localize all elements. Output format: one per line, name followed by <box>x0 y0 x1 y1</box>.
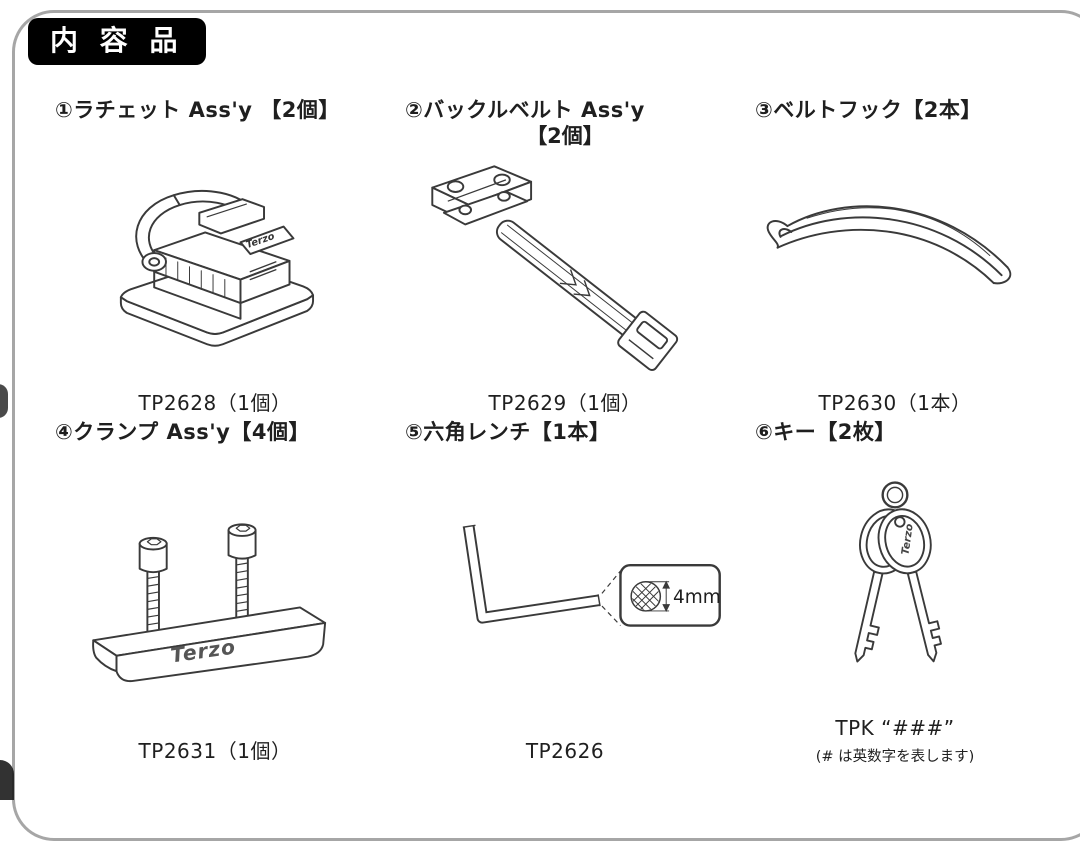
item-hex-wrench: ⑤六角レンチ【1本】 <box>390 418 740 766</box>
section-header-badge: 内 容 品 <box>28 18 206 65</box>
dimension-label: 4mm <box>673 587 721 608</box>
hex-wrench-drawing: 4mm <box>462 524 721 627</box>
part-number: TP2629（1個） <box>488 391 642 415</box>
hex-wrench-illustration: 4mm <box>390 446 740 736</box>
scan-artifact <box>0 760 14 800</box>
ratchet-drawing: Terzo <box>119 189 315 347</box>
clamp-drawing: Terzo <box>92 523 327 682</box>
belt-hook-drawing <box>766 205 1011 284</box>
scan-artifact <box>0 384 8 418</box>
clamp-illustration: Terzo <box>40 446 390 736</box>
belt-hook-illustration <box>740 124 1050 388</box>
buckle-belt-illustration <box>390 150 740 388</box>
part-number: TP2628（1個） <box>138 391 292 415</box>
part-number: TP2631（1個） <box>138 739 292 763</box>
keys-illustration: Terzo <box>740 446 1050 713</box>
buckle-belt-drawing <box>431 165 679 372</box>
contents-grid: ①ラチェット Ass'y 【2個】 <box>40 96 1050 766</box>
part-number: TPK “###” <box>835 716 955 740</box>
item-title: ④クランプ Ass'y【4個】 <box>55 420 310 444</box>
item-ratchet-assy: ①ラチェット Ass'y 【2個】 <box>40 96 390 418</box>
section-title: 内 容 品 <box>50 24 184 57</box>
item-title: ①ラチェット Ass'y 【2個】 <box>55 98 340 122</box>
item-keys: ⑥キー【2枚】 <box>740 418 1050 766</box>
item-subtitle: 【2個】 <box>526 124 604 149</box>
item-title: ⑥キー【2枚】 <box>755 420 896 444</box>
key-brand-text: Terzo <box>900 523 916 556</box>
item-title: ③ベルトフック【2本】 <box>755 98 982 122</box>
part-note: (# は英数字を表します) <box>815 749 975 765</box>
item-title: ⑤六角レンチ【1本】 <box>405 420 611 444</box>
keys-drawing: Terzo <box>854 481 942 663</box>
item-clamp-assy: ④クランプ Ass'y【4個】 <box>40 418 390 766</box>
part-number: TP2630（1本） <box>818 391 972 415</box>
item-title: ②バックルベルト Ass'y <box>405 98 645 122</box>
ratchet-illustration: Terzo <box>40 124 390 388</box>
item-belt-hook: ③ベルトフック【2本】 TP2630（1本） <box>740 96 1050 418</box>
item-buckle-belt-assy: ②バックルベルト Ass'y 【2個】 <box>390 96 740 418</box>
part-number: TP2626 <box>525 739 605 763</box>
